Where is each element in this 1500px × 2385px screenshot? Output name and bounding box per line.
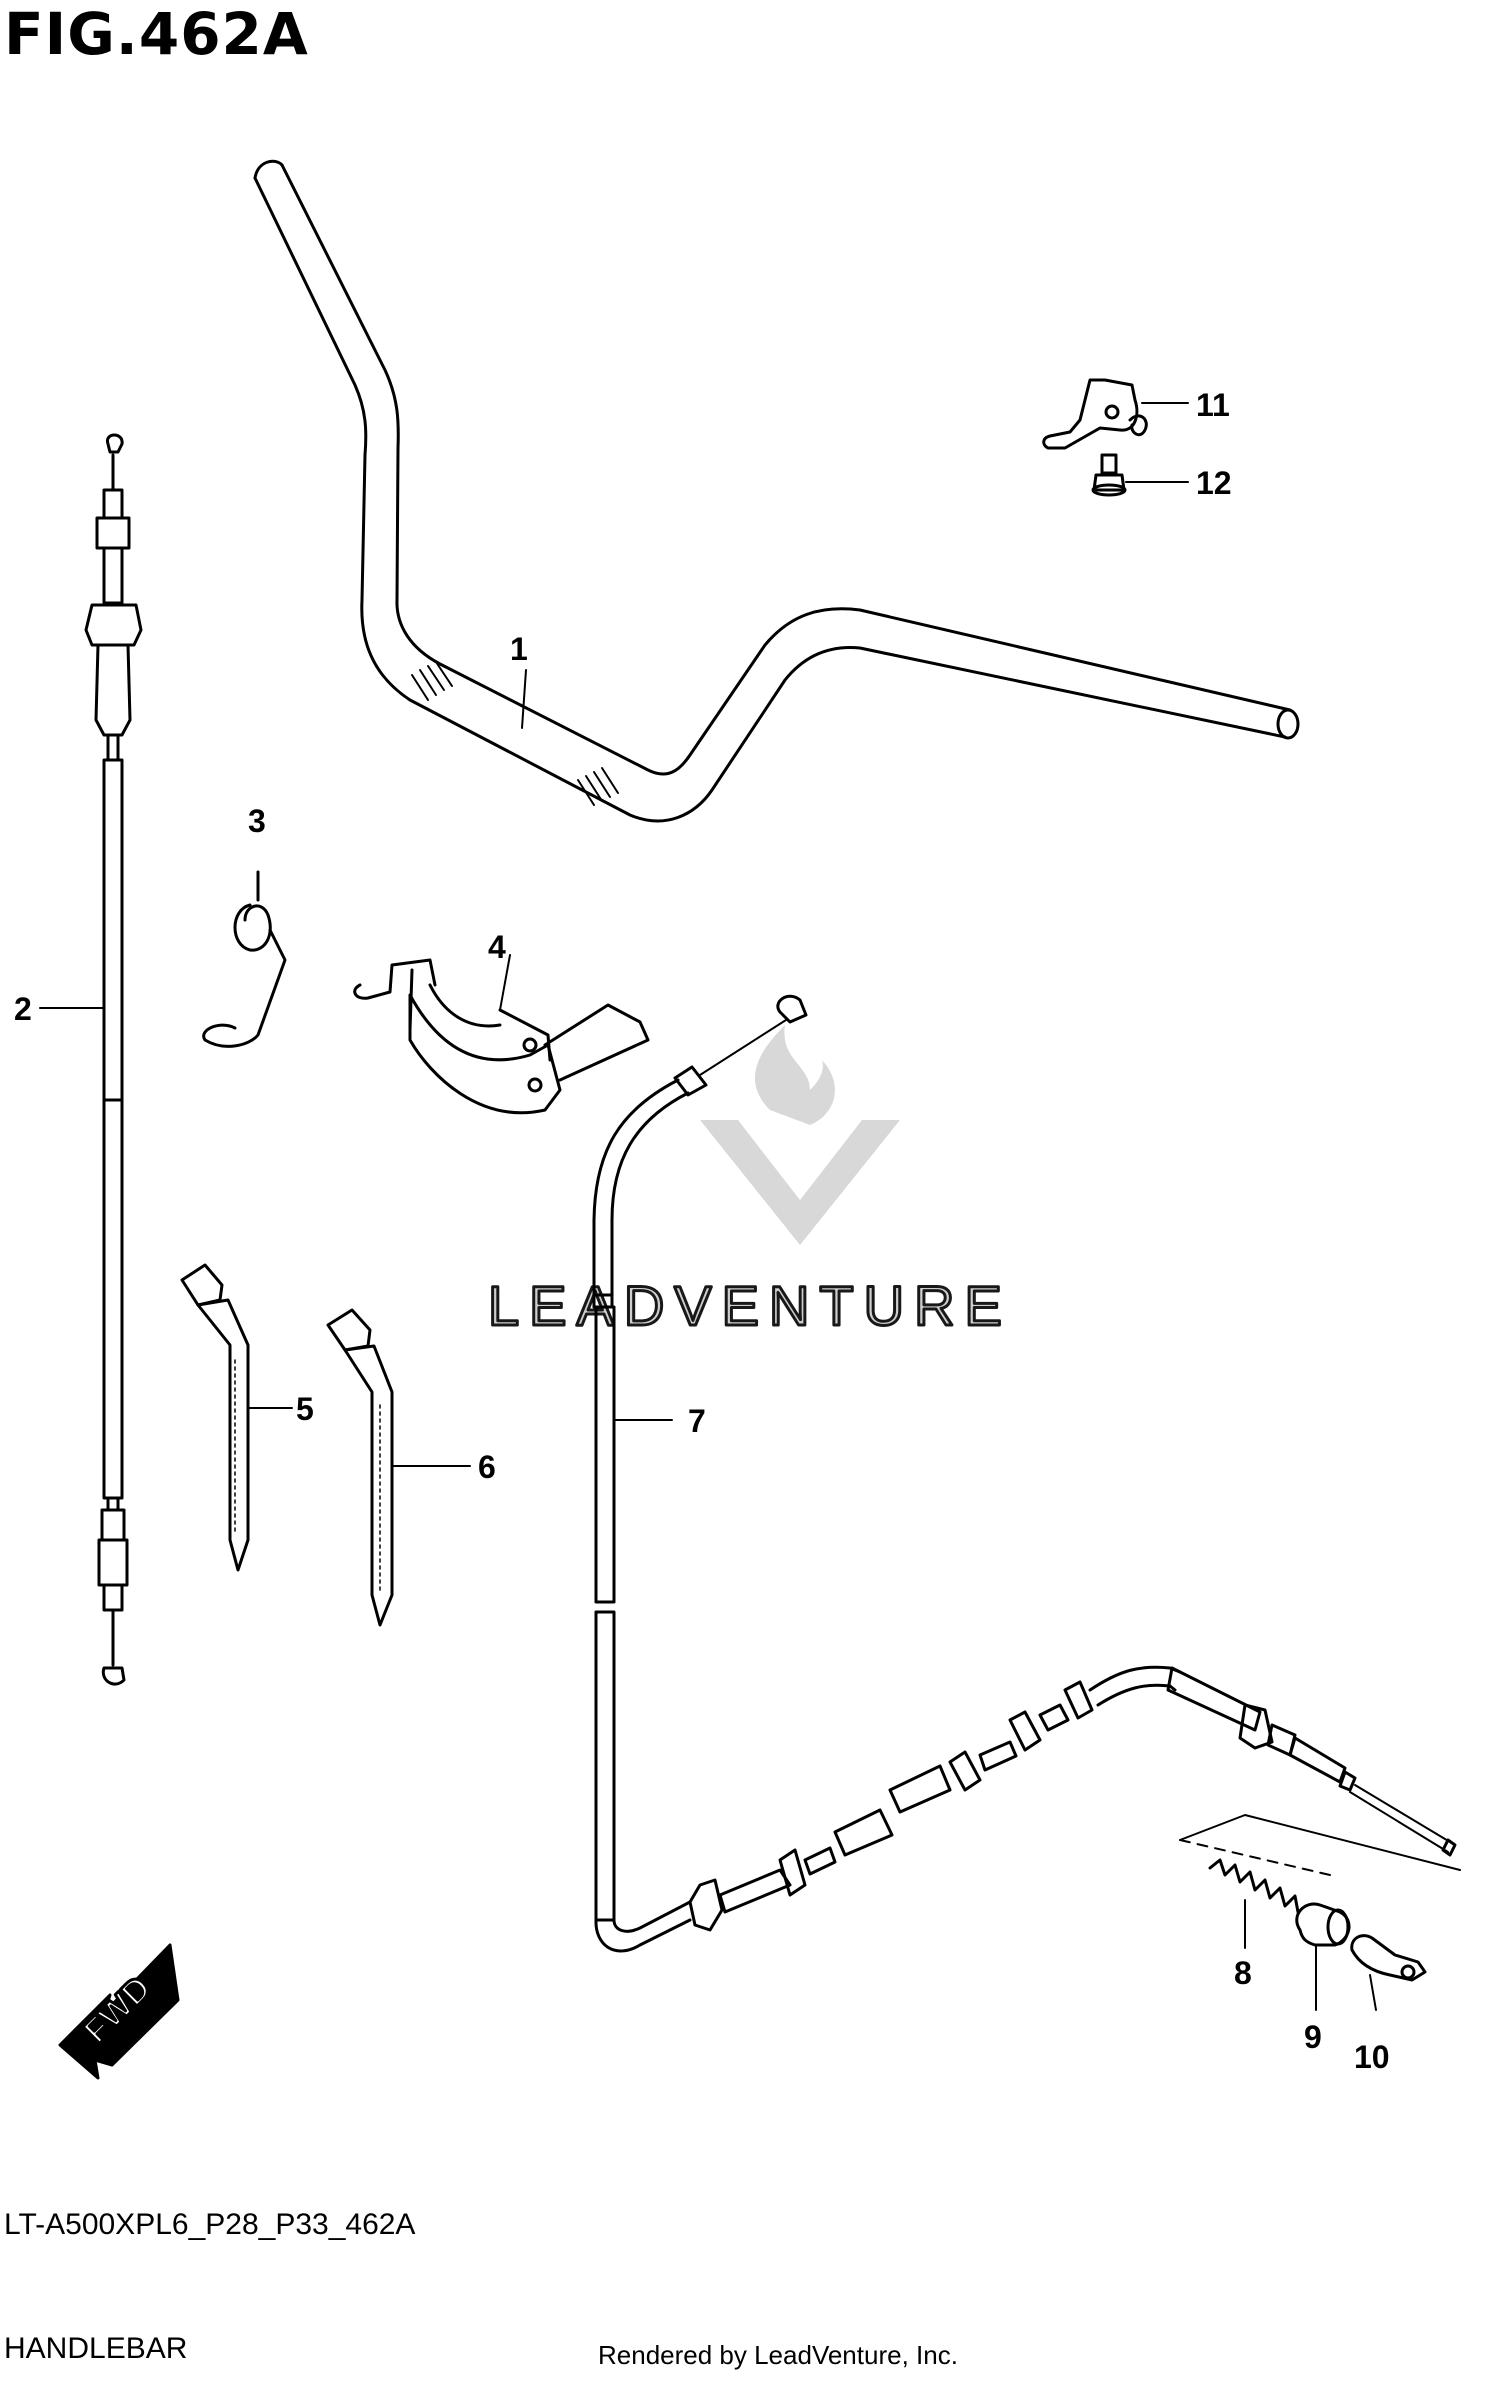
callout-8[interactable]: 8 xyxy=(1234,1955,1252,1991)
callout-12[interactable]: 12 xyxy=(1196,465,1232,501)
callout-7[interactable]: 7 xyxy=(688,1403,706,1439)
fwd-arrow-icon: FWD xyxy=(58,1943,180,2080)
callout-1[interactable]: 1 xyxy=(510,631,528,667)
drawing-code: LT-A500XPL6_P28_P33_462A xyxy=(4,2208,416,2241)
callout-4[interactable]: 4 xyxy=(488,929,506,965)
callout-10[interactable]: 10 xyxy=(1354,2039,1390,2075)
cable-part-2[interactable] xyxy=(39,433,143,1686)
throttle-cable-part[interactable] xyxy=(592,994,1457,1953)
callout-9[interactable]: 9 xyxy=(1304,2019,1322,2055)
figure-title: FIG.462A xyxy=(4,0,309,68)
spring-part[interactable] xyxy=(1208,1858,1300,1949)
bracket-part[interactable] xyxy=(1042,378,1189,450)
callout-leader-1 xyxy=(521,669,527,729)
leadventure-watermark: LEADVENTURE xyxy=(487,1025,1012,1339)
exploded-view-outline xyxy=(1179,1814,1461,1876)
callout-11[interactable]: 11 xyxy=(1196,387,1230,423)
cable-tie-part-6[interactable] xyxy=(326,1308,471,1627)
handlebar-part[interactable] xyxy=(253,159,1300,823)
render-credit: Rendered by LeadVenture, Inc. xyxy=(598,2340,958,2370)
callout-5[interactable]: 5 xyxy=(296,1391,314,1427)
screw-part[interactable] xyxy=(1091,453,1189,497)
callout-2[interactable]: 2 xyxy=(14,991,32,1027)
clip-spring-part[interactable] xyxy=(202,870,287,1048)
clamp-bracket-part[interactable] xyxy=(353,954,650,1115)
clip-part[interactable] xyxy=(1350,1934,1427,2011)
callout-6[interactable]: 6 xyxy=(478,1449,496,1485)
callout-3[interactable]: 3 xyxy=(248,803,266,839)
watermark-text: LEADVENTURE xyxy=(488,1274,1012,1337)
cable-tie-part-5[interactable] xyxy=(180,1263,293,1572)
section-name: HANDLEBAR xyxy=(4,2332,188,2365)
sleeve-part[interactable] xyxy=(1295,1902,1351,2011)
